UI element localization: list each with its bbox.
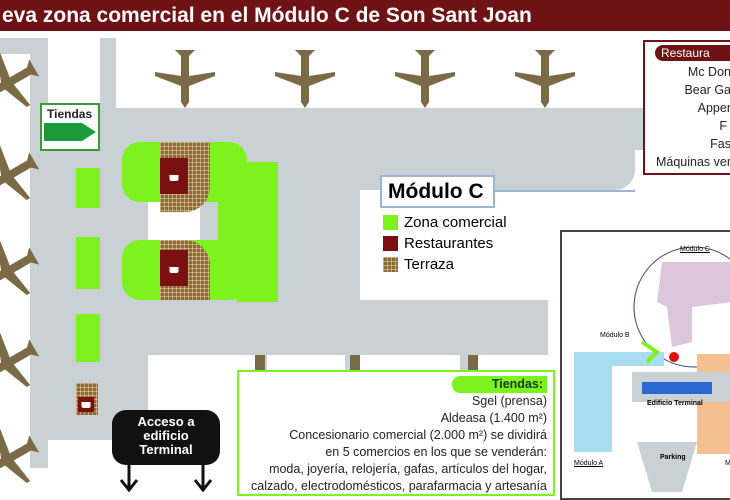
restaurants-box: Restaura Mc Don Bear Ga Apper F Fas Máqu… — [643, 40, 730, 175]
plane-icon — [0, 230, 50, 311]
modulo-c-label: Módulo C — [380, 175, 495, 208]
plane-icon — [0, 322, 50, 403]
terminal-access-sign: Acceso a edificio Terminal — [112, 410, 220, 465]
commercial-zone — [218, 162, 278, 302]
inset-label-modulo-b: Módulo B — [600, 332, 630, 339]
airport-overview-map: Módulo C Módulo B Módulo A Edificio Term… — [560, 230, 730, 500]
plane-icon — [0, 418, 50, 499]
terrace — [76, 383, 98, 415]
restaurant — [160, 250, 188, 286]
legend-item: Restaurantes — [383, 235, 493, 252]
page-title: eva zona comercial en el Módulo C de Son… — [0, 0, 730, 31]
inset-label-parking: Parking — [660, 454, 686, 461]
commercial-zone — [76, 314, 100, 362]
commercial-zone — [76, 168, 100, 208]
tiendas-sign-label: Tiendas — [47, 107, 93, 121]
commercial-zone — [76, 237, 100, 289]
inset-label-modulo-a: Módulo A — [574, 460, 604, 467]
plane-icon — [275, 50, 335, 108]
aircraft-gates — [0, 42, 575, 499]
restaurant — [160, 158, 188, 194]
legend-item: Terraza — [383, 256, 454, 273]
legend-swatch — [383, 215, 398, 230]
inset-label-modulo-d: M — [725, 460, 730, 467]
tiendas-sign: Tiendas — [40, 103, 100, 151]
inset-label-terminal: Edificio Terminal — [647, 400, 703, 407]
legend-item: Zona comercial — [383, 214, 507, 231]
plane-icon — [395, 50, 455, 108]
down-arrows-icon — [119, 462, 213, 493]
plane-icon — [515, 50, 575, 108]
legend-swatch — [383, 236, 398, 251]
inset-label-modulo-c: Módulo C — [680, 246, 710, 253]
el-corte-ingles-logo — [44, 123, 96, 141]
connector-line — [495, 190, 635, 192]
plane-icon — [155, 50, 215, 108]
legend-swatch — [383, 257, 398, 272]
shops-info-box: Tiendas: Sgel (prensa) Aldeasa (1.400 m²… — [237, 370, 555, 496]
